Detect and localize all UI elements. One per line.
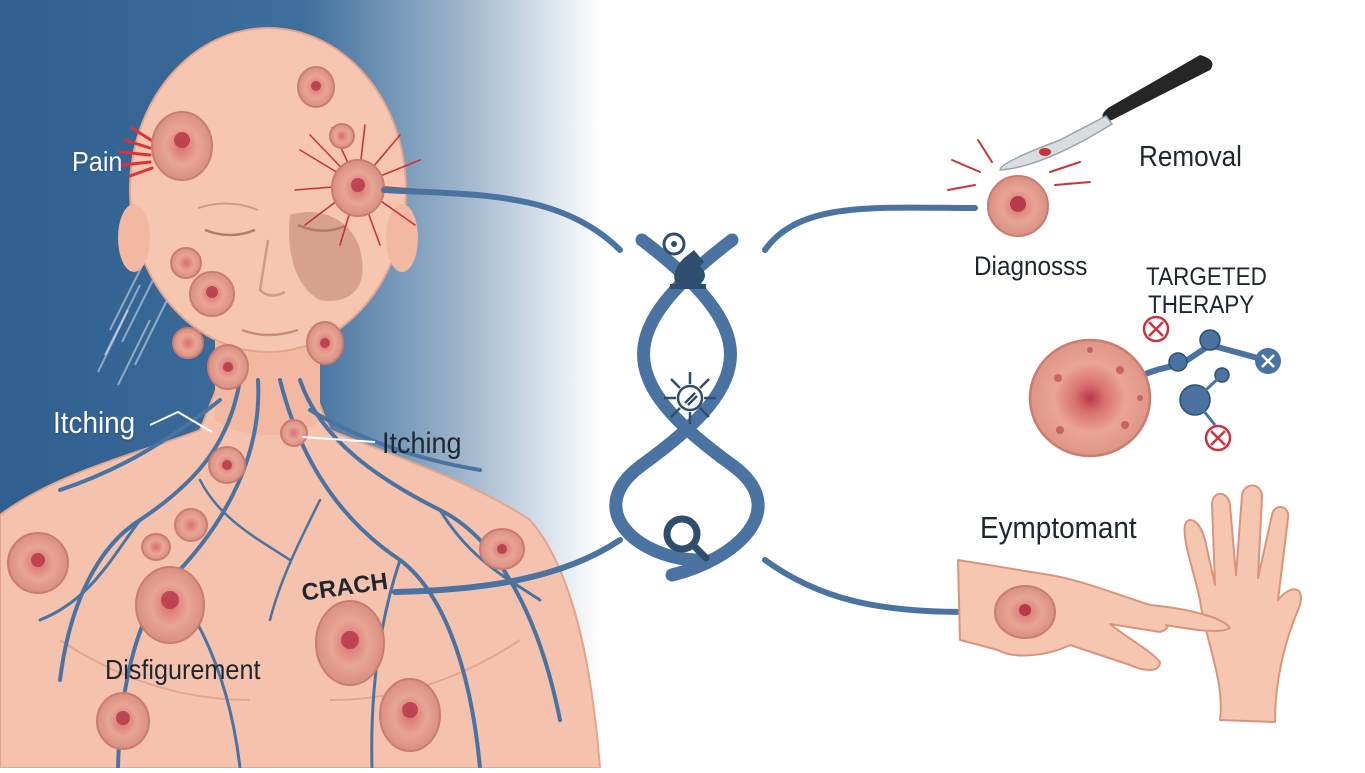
human-figure (0, 27, 602, 769)
label-pain: Pain (72, 146, 123, 177)
removed-lesion-core (1010, 196, 1026, 212)
molecule-bonds (1193, 373, 1224, 426)
target-cell-spots (1054, 347, 1143, 434)
label-disfigurement: Disfigurement (105, 654, 261, 685)
gear-flask-icon (662, 232, 706, 289)
eye-right (297, 223, 346, 232)
nose (258, 239, 286, 297)
label-symptomatic: Eymptomant (980, 510, 1137, 545)
label-itching-right: Itching (382, 427, 462, 460)
pain-rays (118, 126, 156, 178)
label-targeted-line2: THERAPY (1148, 291, 1255, 319)
label-targeted-line1: TARGETED (1146, 263, 1267, 291)
face-patch (289, 212, 363, 301)
snowflake-cell-icon (664, 372, 716, 424)
dna-helix (609, 233, 765, 582)
ear-right (386, 204, 418, 272)
label-removal: Removal (1139, 141, 1242, 173)
removal-rays (947, 139, 1091, 191)
hand-icon (957, 484, 1302, 723)
mouth (241, 328, 299, 337)
torso (0, 379, 602, 769)
label-itching-left: Itching (53, 405, 136, 440)
inhibitor-x-icon (1142, 315, 1281, 452)
brow-left (197, 202, 259, 211)
label-pointers (149, 410, 376, 443)
hand-lesion-core (1019, 604, 1031, 616)
label-diagnosis: Diagnosss (974, 251, 1088, 281)
magnifier-icon (663, 515, 710, 562)
ear-left (118, 204, 150, 272)
lesion-cores (31, 81, 507, 725)
scalpel-icon (999, 55, 1213, 171)
target-cell (1028, 338, 1152, 458)
eye-left (204, 228, 256, 237)
